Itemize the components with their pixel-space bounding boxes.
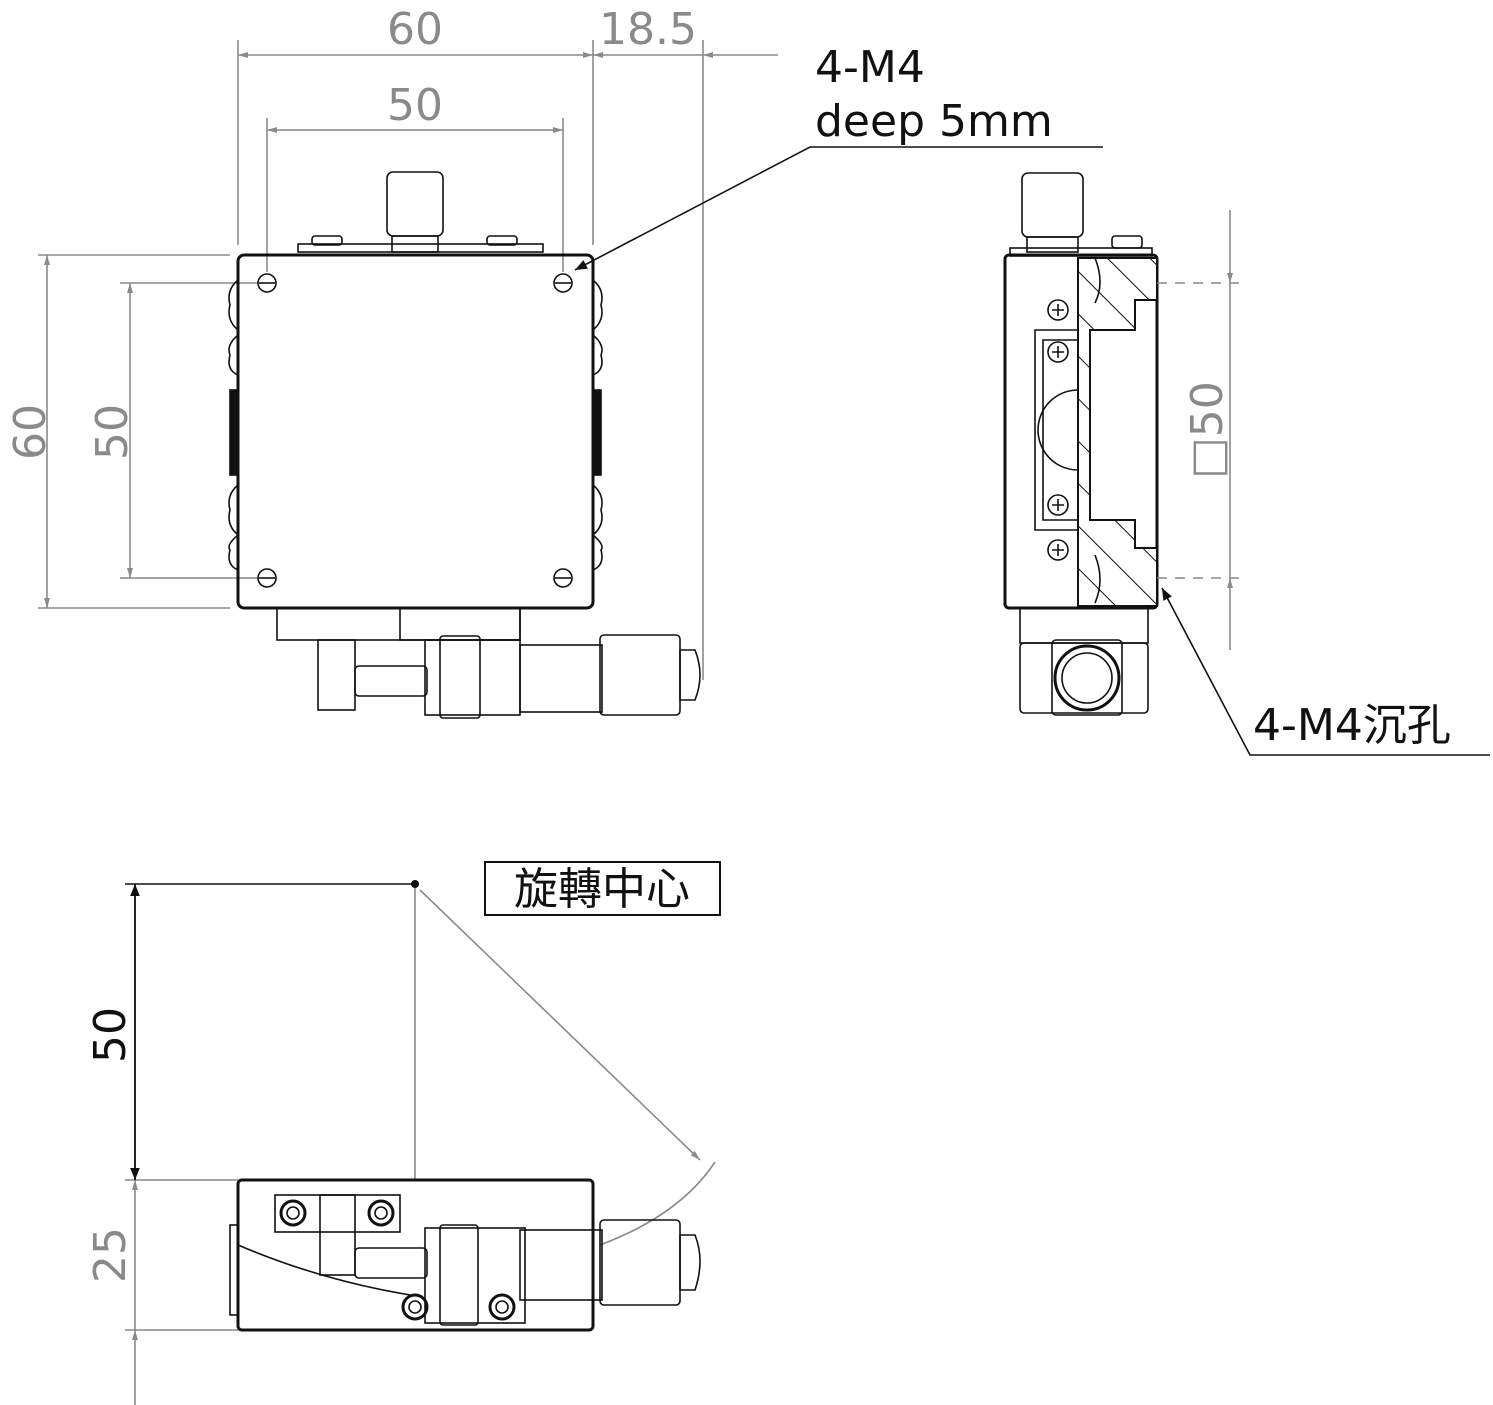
dim-square: □50 — [1182, 381, 1233, 479]
hex-screws — [279, 1199, 516, 1321]
mounting-holes — [257, 273, 573, 588]
dim-center-height: 50 — [85, 1007, 136, 1063]
counterbore-leader — [1161, 587, 1490, 756]
hole-note-line2: deep 5mm — [815, 96, 1053, 147]
dim-height-inner: 50 — [87, 404, 138, 460]
dim-width-inner: 50 — [387, 80, 443, 131]
stage-body — [236, 253, 595, 610]
screws — [1047, 299, 1069, 561]
front-view: 60 18.5 50 60 50 — [5, 4, 1103, 719]
dim-offset: 18.5 — [599, 4, 697, 55]
rotation-center-label: 旋轉中心 — [514, 864, 690, 915]
dim-height-outer: 60 — [5, 404, 56, 460]
side-view: □50 4-M4沉孔 — [1003, 172, 1490, 756]
dim-width-outer: 60 — [387, 4, 443, 55]
hole-note-line1: 4-M4 — [815, 42, 925, 93]
dim-body-height: 25 — [85, 1227, 136, 1283]
hole-leader — [574, 146, 1103, 271]
rotation-center-point — [411, 880, 419, 888]
bottom-view: 50 25 旋轉中心 — [85, 861, 721, 1405]
counterbore-note: 4-M4沉孔 — [1253, 700, 1451, 751]
